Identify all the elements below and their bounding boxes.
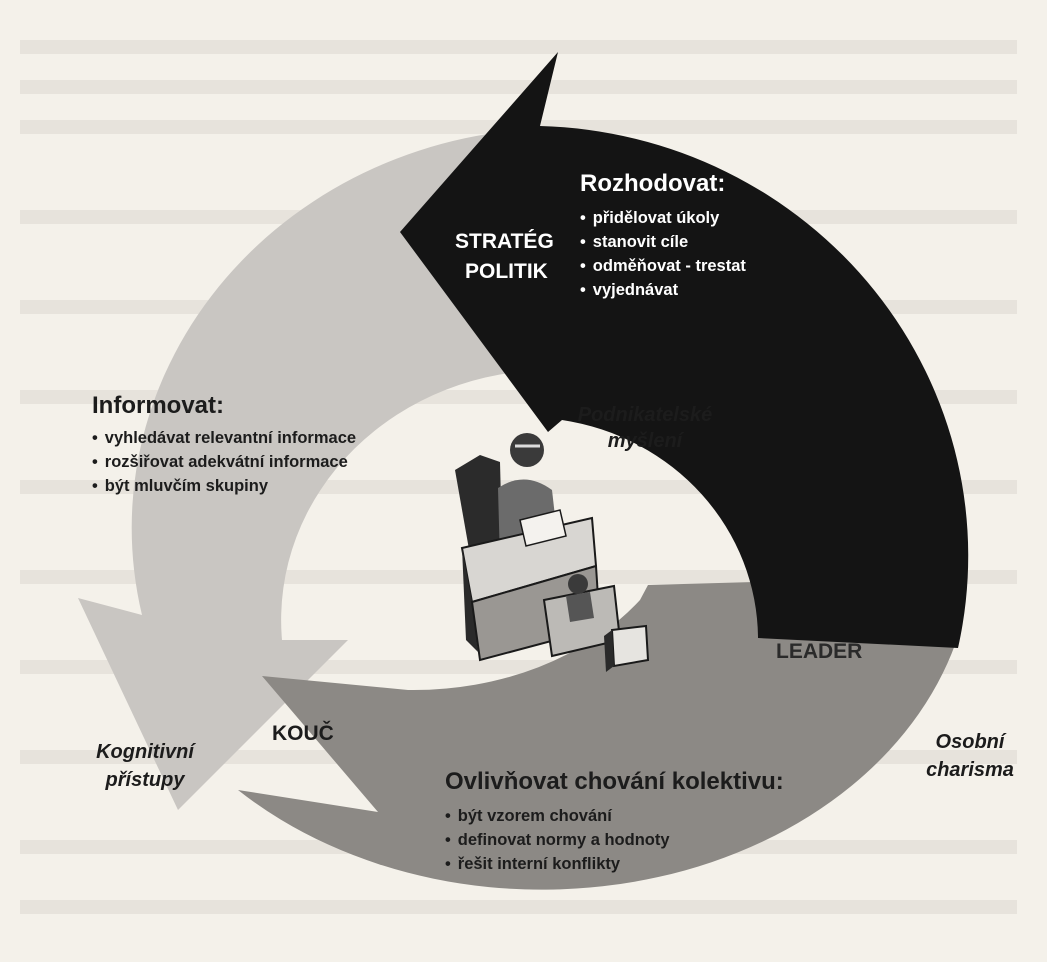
ovlivnovat-block: Ovlivňovat chování kolektivu: být vzorem… xyxy=(445,768,784,876)
informovat-item: vyhledávat relevantní informace xyxy=(92,426,356,450)
podnikatelske-line2: myšlení xyxy=(607,430,683,452)
rozhodovat-item: vyjednávat xyxy=(580,278,746,302)
ovlivnovat-item: definovat normy a hodnoty xyxy=(445,828,784,852)
role-kouc-label: KOUČ xyxy=(272,722,334,745)
ovlivnovat-item: být vzorem chování xyxy=(445,804,784,828)
informovat-block: Informovat: vyhledávat relevantní inform… xyxy=(92,392,356,498)
role-leader-label: LEADER xyxy=(776,640,863,663)
informovat-heading: Informovat: xyxy=(92,392,224,419)
dark-arrow xyxy=(400,52,969,648)
informovat-list: vyhledávat relevantní informace rozšiřov… xyxy=(92,426,356,498)
rozhodovat-block: Rozhodovat: přidělovat úkoly stanovit cí… xyxy=(580,170,746,302)
rozhodovat-heading: Rozhodovat: xyxy=(580,170,726,197)
informovat-item: být mluvčím skupiny xyxy=(92,474,356,498)
rozhodovat-list: přidělovat úkoly stanovit cíle odměňovat… xyxy=(580,206,746,302)
rozhodovat-item: odměňovat - trestat xyxy=(580,254,746,278)
podnikatelske-line1: Podnikatelské xyxy=(577,404,713,426)
kognitivni-pristupy-label: Kognitivní přístupy xyxy=(70,738,220,794)
osobni-line1: Osobní xyxy=(935,731,1005,753)
kognitivni-line2: přístupy xyxy=(105,769,185,791)
role-strateg-label: STRATÉG xyxy=(455,230,554,253)
ovlivnovat-list: být vzorem chování definovat normy a hod… xyxy=(445,804,784,876)
background-text-line xyxy=(20,80,1017,94)
background-text-line xyxy=(20,900,1017,914)
ovlivnovat-item: řešit interní konflikty xyxy=(445,852,784,876)
manager-at-desk-icon xyxy=(455,433,650,672)
informovat-item: rozšiřovat adekvátní informace xyxy=(92,450,356,474)
ovlivnovat-heading: Ovlivňovat chování kolektivu: xyxy=(445,768,784,795)
role-politik-label: POLITIK xyxy=(465,260,548,283)
osobni-charisma-label: Osobní charisma xyxy=(905,728,1035,784)
background-text-line xyxy=(20,40,1017,54)
rozhodovat-item: přidělovat úkoly xyxy=(580,206,746,230)
podnikatelske-mysleni-label: Podnikatelské myšlení xyxy=(560,402,730,454)
osobni-line2: charisma xyxy=(926,759,1014,781)
kognitivni-line1: Kognitivní xyxy=(96,741,194,763)
rozhodovat-item: stanovit cíle xyxy=(580,230,746,254)
